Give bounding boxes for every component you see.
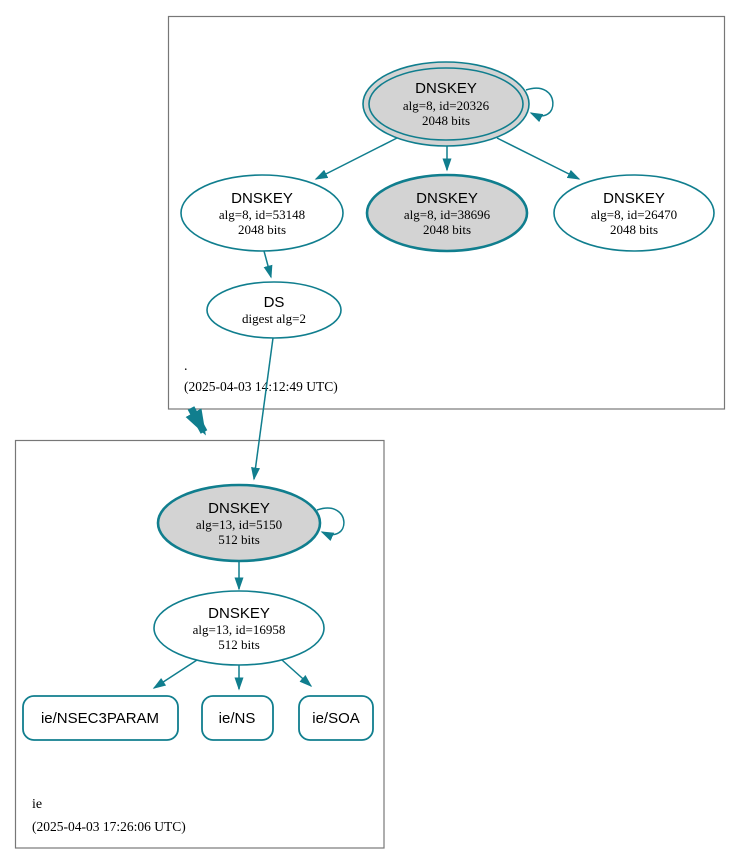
node-title: DNSKEY <box>231 190 293 207</box>
key-ellipse <box>156 483 322 563</box>
zone-root-name: . <box>184 359 188 374</box>
node-detail: digest alg=2 <box>242 311 306 326</box>
node-title: DNSKEY <box>208 500 270 517</box>
node-root-ds: DS digest alg=2 <box>206 281 342 339</box>
node-ie-nsec3param-rrset: ie/NSEC3PARAM <box>22 695 179 741</box>
node-detail: alg=8, id=53148 <box>219 207 305 222</box>
node-title: DNSKEY <box>415 80 477 97</box>
node-detail: alg=8, id=20326 <box>403 98 490 113</box>
edge-ie-ksk-self-sign <box>316 507 345 541</box>
ds-ellipse <box>206 281 342 339</box>
node-size: 512 bits <box>218 532 260 547</box>
key-ellipse <box>180 174 344 252</box>
node-size: 512 bits <box>218 637 260 652</box>
node-ie-zsk-16958: DNSKEY alg=13, id=16958 512 bits <box>153 590 325 666</box>
edge-ds-to-ie-ksk <box>251 337 274 481</box>
rrset-box <box>22 695 179 741</box>
node-title: DS <box>264 294 285 311</box>
edge-key53148-to-ds <box>263 250 273 279</box>
edge-zsk-to-nsec3param <box>152 659 198 689</box>
rrset-box <box>201 695 274 741</box>
node-root-key-26470: DNSKEY alg=8, id=26470 2048 bits <box>553 174 715 252</box>
zone-ie-name: ie <box>32 797 42 812</box>
edge-root-ksk-to-key26470 <box>496 137 581 180</box>
node-size: 2048 bits <box>610 222 658 237</box>
node-title: DNSKEY <box>208 605 270 622</box>
key-ellipse <box>553 174 715 252</box>
node-detail: alg=8, id=26470 <box>591 207 677 222</box>
edge-root-to-ie-delegation <box>185 406 208 436</box>
rrset-label: ie/SOA <box>312 710 360 727</box>
node-ie-ksk-5150: DNSKEY alg=13, id=5150 512 bits <box>156 483 322 563</box>
edge-zsk-to-soa <box>281 659 313 688</box>
node-size: 2048 bits <box>423 222 471 237</box>
node-size: 2048 bits <box>238 222 286 237</box>
zone-root-timestamp: (2025-04-03 14:12:49 UTC) <box>184 379 338 394</box>
node-detail: alg=13, id=16958 <box>193 622 286 637</box>
node-root-key-53148: DNSKEY alg=8, id=53148 2048 bits <box>180 174 344 252</box>
edges <box>152 87 581 691</box>
rrset-label: ie/NS <box>219 710 256 727</box>
zone-ie-cluster-box <box>14 439 385 849</box>
edge-root-ksk-self-sign <box>525 87 554 123</box>
node-title: DNSKEY <box>416 190 478 207</box>
zone-ie-timestamp: (2025-04-03 17:26:06 UTC) <box>32 819 186 834</box>
key-ellipse <box>365 173 529 253</box>
trust-anchor-inner-ring <box>368 67 524 141</box>
edge-root-ksk-to-key53148 <box>314 137 398 180</box>
rrset-label: ie/NSEC3PARAM <box>41 710 159 727</box>
node-detail: alg=8, id=38696 <box>404 207 491 222</box>
zone-root-cluster-box <box>167 15 726 410</box>
node-size: 2048 bits <box>422 113 470 128</box>
node-root-ksk-20326: DNSKEY alg=8, id=20326 2048 bits <box>362 61 530 147</box>
node-ie-soa-rrset: ie/SOA <box>298 695 374 741</box>
node-root-key-38696: DNSKEY alg=8, id=38696 2048 bits <box>365 173 529 253</box>
rrset-box <box>298 695 374 741</box>
trust-anchor-outer-ring <box>362 61 530 147</box>
node-detail: alg=13, id=5150 <box>196 517 282 532</box>
key-ellipse <box>153 590 325 666</box>
node-title: DNSKEY <box>603 190 665 207</box>
node-ie-ns-rrset: ie/NS <box>201 695 274 741</box>
